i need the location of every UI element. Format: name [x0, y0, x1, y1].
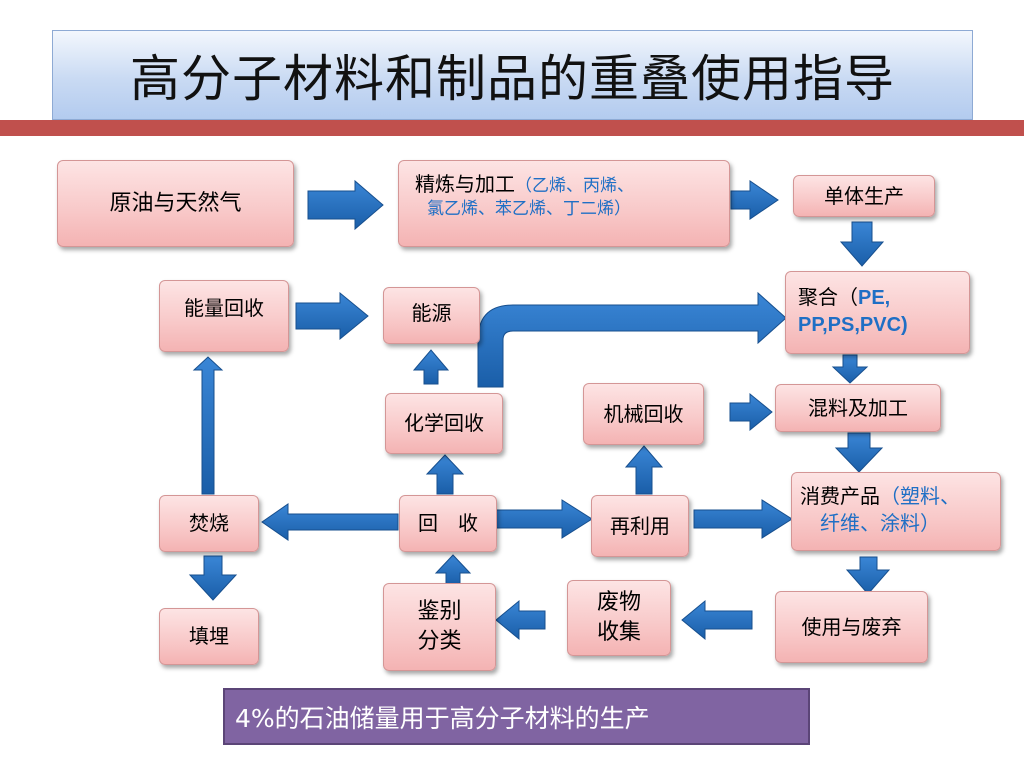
footer-note: 4%的石油储量用于高分子材料的生产	[223, 688, 810, 745]
node-compounding: 混料及加工	[775, 384, 941, 432]
arrow-monomer-to-poly	[839, 221, 885, 267]
node-mechanical-recycling: 机械回收	[583, 383, 704, 445]
arrow-consumer-to-use	[845, 556, 891, 595]
arrow-reuse-to-consumer	[693, 499, 793, 539]
arrow-mech-to-mixing	[729, 392, 773, 432]
arrow-crude-to-refine	[307, 179, 384, 231]
title-divider	[0, 120, 1024, 136]
node-energy-recovery: 能量回收	[159, 280, 289, 352]
arrow-poly-to-mixing	[831, 354, 869, 384]
arrow-refine-to-monomer	[730, 180, 779, 220]
arrow-energyrec-to-energy	[295, 291, 369, 341]
node-monomer: 单体生产	[793, 175, 935, 217]
page-title: 高分子材料和制品的重叠使用指导	[52, 30, 973, 120]
node-energy: 能源	[383, 287, 480, 344]
arrow-recycle-to-reuse	[493, 499, 593, 539]
node-sorting: 鉴别 分类	[383, 583, 496, 671]
node-consumer-products: 消费产品（塑料、 纤维、涂料）	[791, 472, 1001, 551]
node-waste-collection: 废物 收集	[567, 580, 671, 656]
node-landfill: 填埋	[159, 608, 259, 665]
poly-label: 聚合（	[798, 285, 858, 309]
arrow-reuse-to-mech	[624, 445, 664, 495]
consumer-types-1: （塑料、	[880, 484, 960, 508]
node-incineration: 焚烧	[159, 495, 259, 552]
node-reuse: 再利用	[591, 495, 689, 557]
node-chemical-recycling: 化学回收	[385, 393, 503, 454]
arrow-incin-to-landfill	[188, 555, 238, 601]
poly-types-2: PP,PS,PVC)	[798, 314, 908, 336]
node-use-and-discard: 使用与废弃	[775, 591, 928, 663]
arrow-recycle-to-incin	[261, 503, 399, 541]
node-polymerization: 聚合（PE, PP,PS,PVC)	[785, 271, 970, 354]
consumer-label: 消费产品	[800, 484, 880, 508]
node-refining: 精炼与加工（乙烯、丙烯、 氯乙烯、苯乙烯、丁二烯）	[398, 160, 730, 247]
refining-products-2: 氯乙烯、苯乙烯、丁二烯）	[427, 199, 631, 219]
arrow-recycle-to-chem	[425, 454, 465, 495]
refining-label: 精炼与加工	[415, 172, 515, 196]
node-recycling: 回 收	[399, 495, 497, 552]
consumer-types-2: 纤维、涂料）	[820, 511, 940, 535]
refining-products-1: （乙烯、丙烯、	[515, 176, 634, 196]
arrow-chem-to-poly	[477, 291, 787, 388]
arrow-sort-to-recycle	[434, 554, 472, 586]
arrow-mixing-to-consumer	[834, 432, 884, 473]
arrow-waste-to-sort	[495, 599, 546, 641]
arrow-use-to-waste	[681, 599, 753, 641]
arrow-incin-to-energyrec	[192, 356, 224, 495]
poly-types-1: PE,	[858, 287, 891, 309]
node-crude-oil-gas: 原油与天然气	[57, 160, 294, 247]
arrow-chem-to-energy	[412, 349, 450, 385]
